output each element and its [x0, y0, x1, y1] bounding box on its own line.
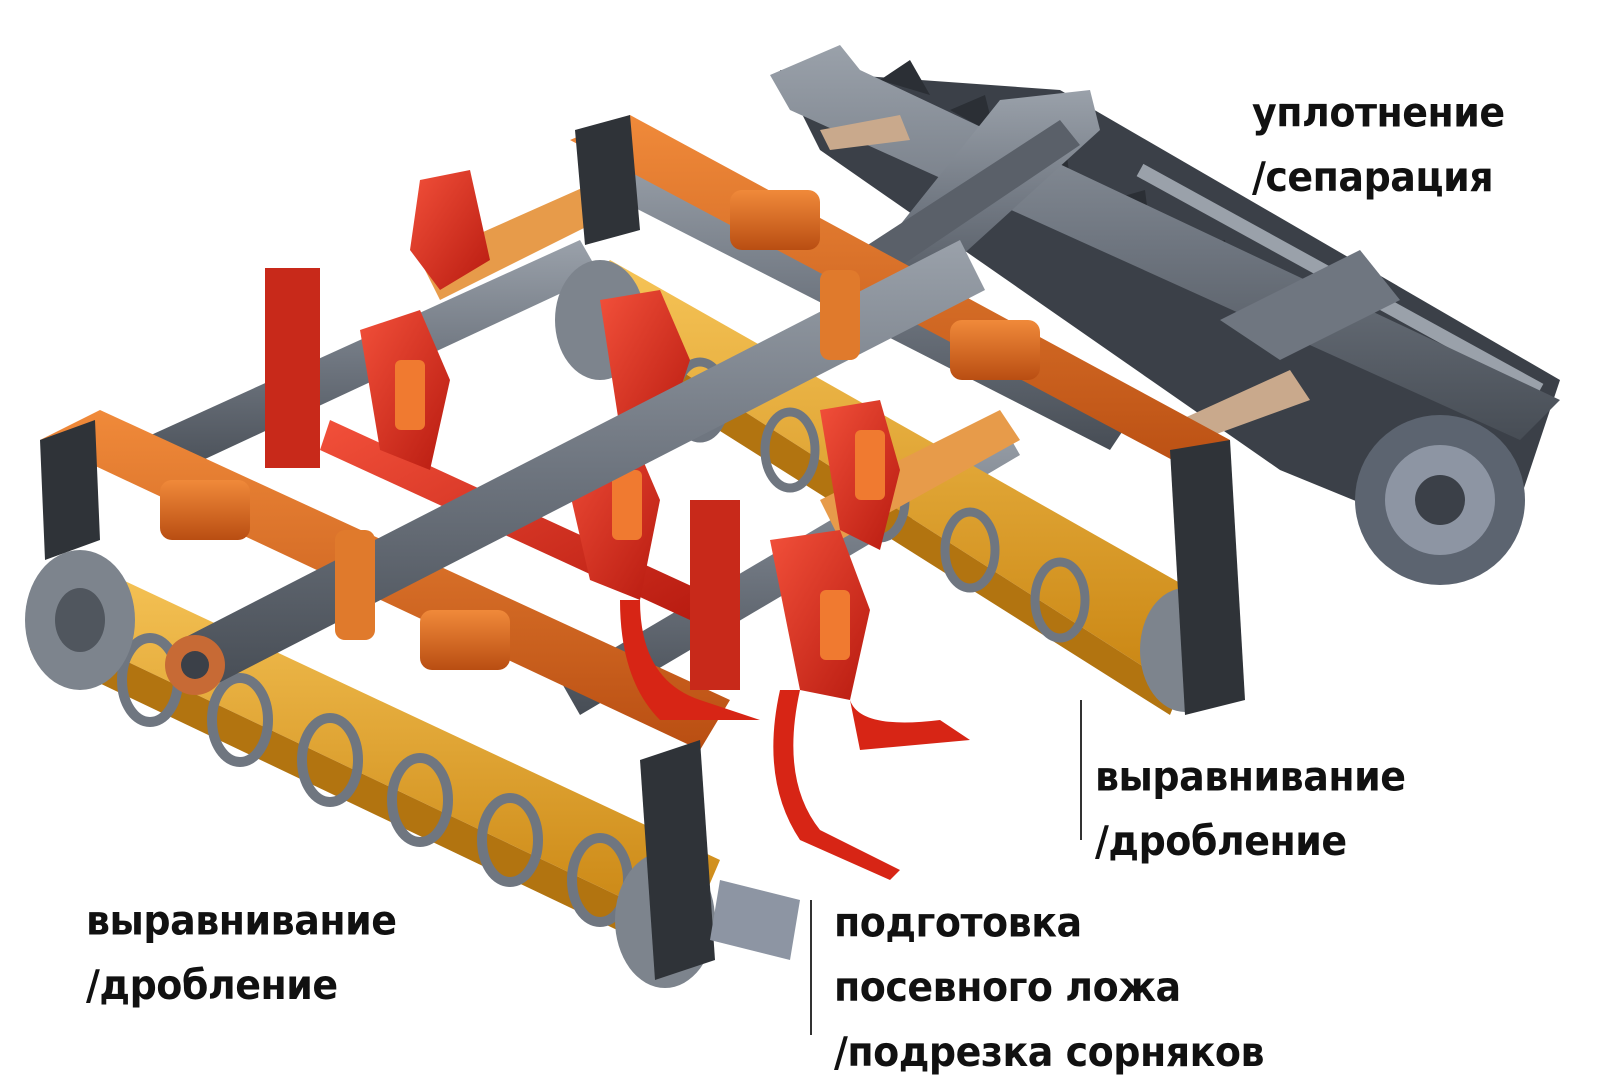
- label-line: /подрезка сорняков: [834, 1028, 1265, 1076]
- label-line: /сепарация: [1252, 153, 1494, 201]
- label-leveling-crushing-left: выравнивание /дробление: [86, 888, 397, 1018]
- label-line: подготовка: [834, 898, 1082, 947]
- label-line: уплотнение: [1252, 88, 1505, 137]
- label-leveling-crushing-right: выравнивание /дробление: [1095, 744, 1406, 874]
- label-line: /дробление: [1095, 817, 1347, 865]
- label-line: посевного ложа: [834, 963, 1181, 1011]
- central-shaft: [165, 240, 985, 695]
- side-plates: [40, 115, 1245, 980]
- label-seedbed-weed-cutting: подготовка посевного ложа /подрезка сорн…: [834, 890, 1265, 1084]
- label-line: выравнивание: [1095, 752, 1406, 801]
- label-line: /дробление: [86, 961, 338, 1009]
- leader-line-bottom-center: [810, 900, 812, 1035]
- label-line: выравнивание: [86, 896, 397, 945]
- leader-line-mid-right: [1080, 700, 1082, 840]
- label-compaction-separation: уплотнение /сепарация: [1252, 80, 1505, 210]
